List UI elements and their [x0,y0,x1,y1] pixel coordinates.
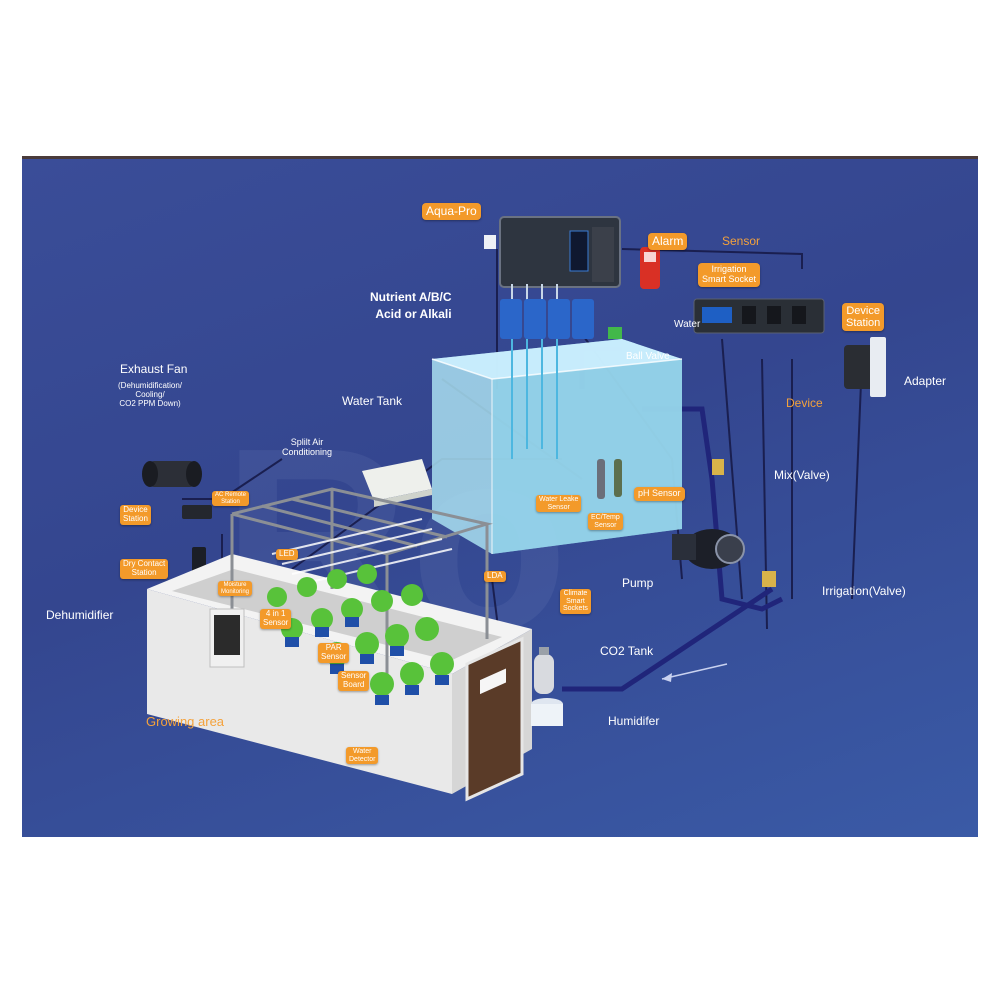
irrigation-smart-socket-label: Irrigation Smart Socket [698,263,761,287]
split-air-label: Splilt Air Conditioning [282,437,333,458]
humidifier-device [531,698,563,726]
growing-area-label: Growing area [146,714,225,729]
nutrient-containers [500,299,594,339]
flow-arrow-head [662,673,672,682]
pump-device [672,529,745,569]
ph-sensor-label: pH Sensor [634,487,685,501]
four-in-one-sensor-label: 4 in 1 Sensor [260,609,292,629]
dehumidifier-label: Dehumidifier [46,608,114,622]
alarm-device [640,247,660,289]
ac-remote-station-label: AC Remote Station [212,491,250,507]
device-station-top-label: Device Station [842,303,885,332]
ball-valve-icon [608,327,622,339]
adapter-device [844,337,886,397]
device-station-left-box [182,505,212,519]
alarm-label: Alarm [648,233,688,251]
irrigation-smart-socket [693,298,825,334]
moisture-monitoring-label: Moisture Monitoring [218,581,253,597]
flow-arrow [661,663,728,680]
mix-valve-icon [712,459,724,475]
co2-tank-label: CO2 Tank [600,644,654,658]
wall-socket-icon [484,235,496,249]
irrigation-valve-icon [762,571,776,587]
sensor-label: Sensor [722,234,761,248]
sensor-board-label: Sensor Board [338,671,370,691]
alarm-text: Alarm [652,234,684,248]
exhaust-fan-note: (Dehumidification/ Cooling/ CO2 PPM Down… [118,381,183,409]
exhaust-fan-device [142,461,202,487]
irrigation-valve-label: Irrigation(Valve) [822,584,906,598]
par-sensor-label: PAR Sensor [318,643,350,663]
dry-contact-station-label: Dry Contact Station [120,559,169,579]
water-label: Water [674,319,701,330]
ec-temp-sensor-label: EC/Temp Sensor [588,513,623,531]
humidifer-label: Humidifer [608,714,660,728]
climate-smart-sockets-label: Climate Smart Sockets [560,589,591,615]
adapter-label: Adapter [904,374,947,388]
system-illustration: Ro [142,216,886,802]
aqua-pro-controller [499,216,621,339]
pump-label: Pump [622,576,654,590]
water-detector-label: Water Detector [346,747,379,765]
aqua-pro-label: Aqua-Pro [422,203,481,221]
water-tank-label: Water Tank [342,394,403,408]
ball-valve-label: Ball Valve [626,351,670,362]
water-tank [431,339,683,554]
water-leak-sensor-label: Water Leake Sensor [536,495,582,513]
diagram-panel: Ro [22,156,978,837]
led-label: LED [276,549,298,560]
plants [267,564,454,705]
co2-tank [534,647,554,694]
device-station-left-label: Device Station [120,505,151,525]
exhaust-fan-label: Exhaust Fan [120,362,188,376]
device-label: Device [786,396,823,410]
mix-valve-label: Mix(Valve) [774,468,830,482]
nutrient-label: Nutrient A/B/C Acid or Alkali [370,290,452,322]
lda-label: LDA [484,571,506,582]
aqua-pro-text: Aqua-Pro [426,204,477,218]
